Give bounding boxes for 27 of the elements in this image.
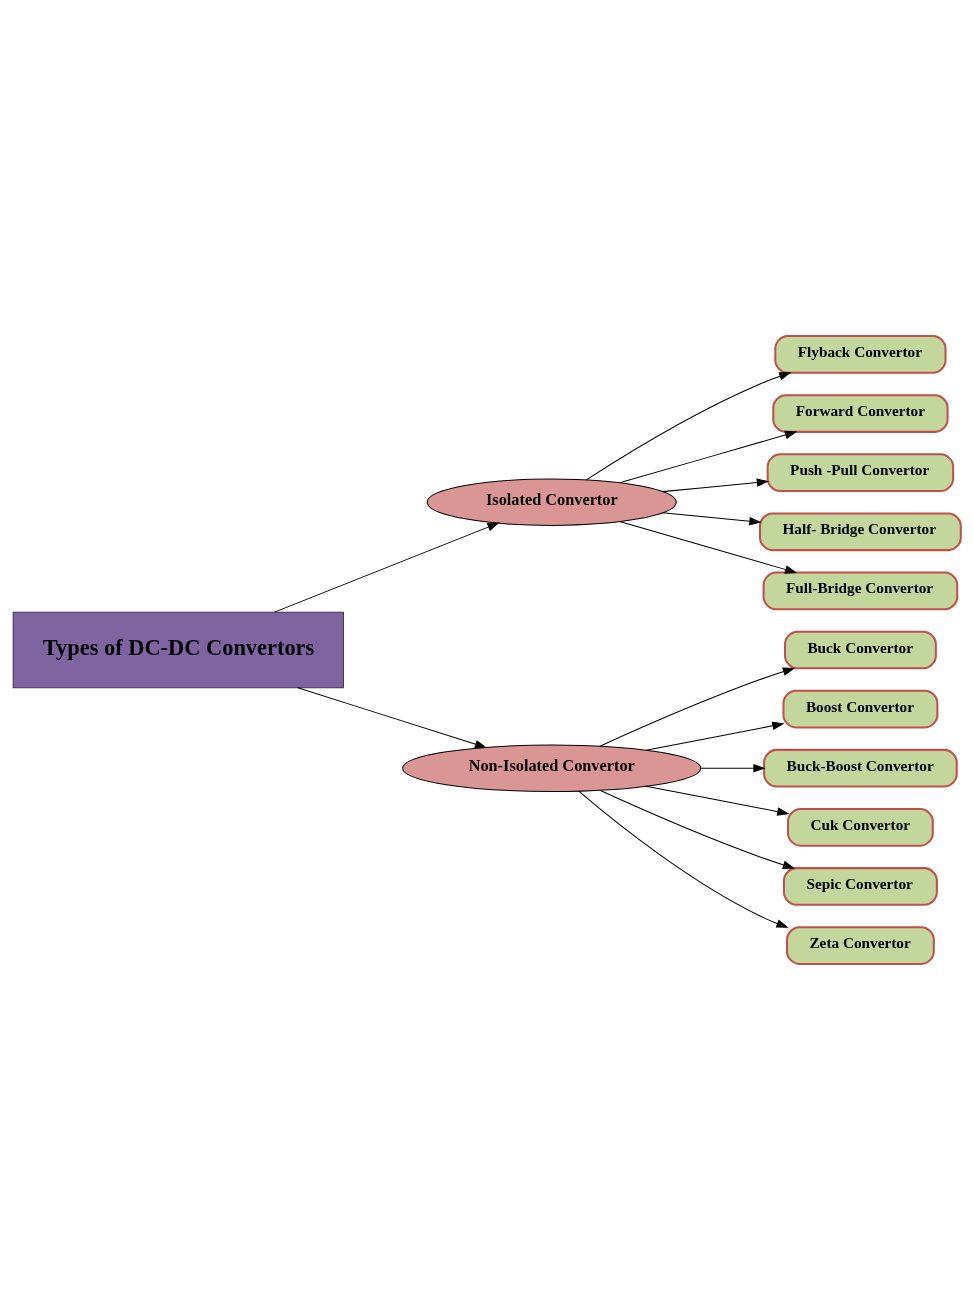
arrow [585, 371, 791, 480]
node-box: Buck-Boost Convertor [762, 748, 958, 788]
node-box: Half- Bridge Convertor [758, 511, 962, 551]
arrow [661, 511, 762, 525]
node-box: Sepic Convertor [782, 866, 938, 906]
node-ellipse: Isolated Convertor [426, 478, 677, 526]
arrow [598, 789, 795, 869]
arrow [645, 721, 785, 751]
arrow [618, 520, 797, 574]
arrow [598, 667, 795, 747]
arrow [296, 686, 487, 748]
node-ellipse: Non-Isolated Convertor [401, 744, 701, 792]
arrow [700, 763, 766, 772]
node-box: Push -Pull Convertor [766, 452, 954, 492]
arrow [645, 785, 790, 816]
node-box: Forward Convertor [771, 393, 949, 433]
node-box: Buck Convertor [783, 630, 937, 669]
arrow [618, 430, 797, 483]
node-box: Full-Bridge Convertor [762, 571, 958, 610]
node-box: Types of DC-DC Convertors [12, 611, 344, 688]
node-box: Zeta Convertor [785, 925, 935, 965]
arrow [661, 477, 769, 492]
node-box: Cuk Convertor [786, 807, 934, 847]
arrow [577, 790, 789, 928]
node-box: Boost Convertor [781, 689, 938, 728]
node-box: Flyback Convertor [773, 334, 947, 374]
arrow [273, 522, 500, 613]
